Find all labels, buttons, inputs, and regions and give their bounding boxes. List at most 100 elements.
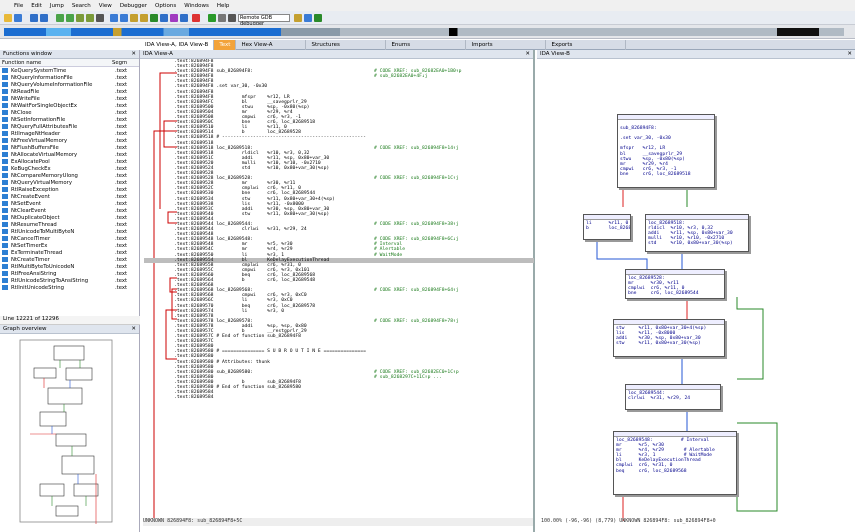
navigation-band[interactable] (0, 25, 855, 39)
asm-line[interactable]: .text:82689580 # Attributes: thunk (144, 360, 534, 365)
graph-node-4[interactable]: loc_82689528: mr %r30, %r11 cmplwi cr6, … (625, 269, 725, 299)
function-list-item[interactable]: KeBugCheckEx.text (0, 165, 139, 172)
asm-line[interactable]: .text:82689580 (144, 365, 534, 370)
asm-line[interactable]: .text:82689578 addi %sp, %sp, 0x80 (144, 324, 534, 329)
asm-line[interactable]: .text:8268954C mr %r4, %r29# Alertable (144, 247, 534, 252)
tab-exports[interactable]: Exports (546, 40, 627, 50)
asm-line[interactable]: .text:826894F8# sub_82682EA0+4F↓j (144, 74, 534, 79)
function-list-item[interactable]: NtQueryVolumeInformationFile.text (0, 81, 139, 88)
navigation-strip[interactable] (4, 28, 844, 36)
asm-line[interactable]: .text:8268950C bne cr6, loc_82689518 (144, 120, 534, 125)
asm-line[interactable]: .text:82689544 (144, 217, 534, 222)
asm-line[interactable]: .text:82689558 cmplwi cr6, %r31, 0 (144, 263, 534, 268)
menu-help[interactable]: Help (216, 2, 230, 9)
tab-enums[interactable]: Enums (386, 40, 467, 50)
debug-view-icon[interactable] (304, 13, 312, 22)
struct-icon[interactable] (170, 13, 178, 22)
search-icon[interactable] (56, 13, 64, 22)
asm-line[interactable]: .text:82689580 # =============== S U B R… (144, 349, 534, 354)
asm-line[interactable]: .text:82689548 (144, 232, 534, 237)
asm-line[interactable]: .text:82689550 li %r3, 1# WaitMode (144, 253, 534, 258)
string-icon[interactable] (130, 13, 138, 22)
tab-structures[interactable]: Structures (306, 40, 387, 50)
asm-line[interactable]: .text:82689540 stw %r11, 0x80+var_30(%sp… (144, 212, 534, 217)
asm-line[interactable]: .text:826894F8 (144, 90, 534, 95)
debug-step-icon[interactable] (314, 13, 322, 22)
menu-jump[interactable]: Jump (49, 2, 64, 9)
forward-icon[interactable] (40, 13, 48, 22)
function-list-item[interactable]: RtlUnicodeToMultiByteN.text (0, 228, 139, 235)
menu-edit[interactable]: Edit (31, 2, 42, 9)
function-list-item[interactable]: RtlMultiByteToUnicodeN.text (0, 263, 139, 270)
asm-line[interactable]: .text:82689580 # End of function sub_826… (144, 385, 534, 390)
menu-view[interactable]: View (98, 2, 112, 9)
asm-line[interactable]: .text:82689580 sub_82689580:# CODE XREF:… (144, 370, 534, 375)
function-list-item[interactable]: NtClose.text (0, 109, 139, 116)
function-list-item[interactable]: RtlRaiseException.text (0, 186, 139, 193)
delete-icon[interactable] (192, 13, 200, 22)
disassembly-listing[interactable]: .text:826894F8.text:826894F8.text:826894… (144, 59, 534, 525)
asm-line[interactable]: .text:82689528 loc_82689528:# CODE XREF:… (144, 176, 534, 181)
asm-line[interactable]: .text:82689504 mr %r29, %r4 (144, 110, 534, 115)
column-segment[interactable]: Segm (112, 59, 128, 66)
function-list-item[interactable]: NtAllocateVirtualMemory.text (0, 151, 139, 158)
function-list-item[interactable]: KeQuerySystemTime.text (0, 67, 139, 74)
asm-line[interactable]: .text:82689530 bne cr6, loc_82689544 (144, 191, 534, 196)
function-list-item[interactable]: NtSetInformationFile.text (0, 116, 139, 123)
function-list-item[interactable]: RtlImageNtHeader.text (0, 130, 139, 137)
debugger-select[interactable]: Remote GDB debugger (238, 13, 290, 27)
asm-line[interactable]: .text:82689570 beq cr6, loc_82689578 (144, 304, 534, 309)
function-list-item[interactable]: ExAllocatePool.text (0, 158, 139, 165)
asm-line[interactable]: .text:82689578 (144, 314, 534, 319)
function-list-item[interactable]: NtCreateTimer.text (0, 256, 139, 263)
open-icon[interactable] (4, 13, 12, 22)
asm-line[interactable]: .text:82689564 b cr6, loc_82689548 (144, 278, 534, 283)
graph-overview-canvas[interactable] (0, 334, 140, 529)
data-icon[interactable] (120, 13, 128, 22)
function-list-item[interactable]: NtClearEvent.text (0, 207, 139, 214)
asm-line[interactable]: .text:82689560 beq cr6, loc_82689568 (144, 273, 534, 278)
asm-line[interactable]: .text:82689514 b loc_82689528 (144, 130, 534, 135)
close-icon[interactable]: ✕ (131, 51, 136, 57)
function-list-item[interactable]: NtFlushBuffersFile.text (0, 144, 139, 151)
function-list-item[interactable]: NtQueryInformationFile.text (0, 74, 139, 81)
menu-search[interactable]: Search (71, 2, 91, 9)
function-list-item[interactable]: RtlFreeAnsiString.text (0, 270, 139, 277)
xref-icon[interactable] (160, 13, 168, 22)
function-list-item[interactable]: NtResumeThread.text (0, 221, 139, 228)
graph-node-6[interactable]: loc_82689544: clrlwi %r31, %r29, 24 (625, 384, 721, 410)
function-list-item[interactable]: RtlInitUnicodeString.text (0, 284, 139, 291)
run-icon[interactable] (208, 13, 216, 22)
search-binary-icon[interactable] (86, 13, 94, 22)
asm-line-selected[interactable]: .text:82689554 bl KeDelayExecutionThread (144, 257, 534, 263)
code-icon[interactable] (110, 13, 118, 22)
graph-node-2[interactable]: li %r11, 0 b loc_82689528 (583, 214, 631, 240)
function-list-item[interactable]: NtCompareMemoryUlong.text (0, 172, 139, 179)
menu-options[interactable]: Options (155, 2, 177, 9)
graph-node-entry[interactable]: sub_826894F8: .set var_30, -0x30 mfspr %… (617, 114, 715, 188)
asm-line[interactable]: .text:8268957C (144, 339, 534, 344)
search-next-icon[interactable] (66, 13, 74, 22)
asm-line[interactable]: .text:82689510 li %r11, 0 (144, 125, 534, 130)
close-icon[interactable]: ✕ (847, 51, 852, 57)
asm-line[interactable]: .text:82689584 (144, 395, 534, 400)
asm-line[interactable]: .text:826894F8 sub_826894F8:# CODE XREF:… (144, 69, 534, 74)
graph-icon[interactable] (150, 13, 158, 22)
menu-debugger[interactable]: Debugger (119, 2, 148, 9)
asm-line[interactable]: .text:8268956C li %r3, 0xC0 (144, 298, 534, 303)
graph-node-5[interactable]: stw %r11, 0x80+var_30+4(%sp) lis %r11, -… (613, 319, 725, 357)
asm-line[interactable]: .text:826894F8 (144, 59, 534, 64)
asm-line[interactable]: .text:826894F8 mfspr %r12, LR (144, 95, 534, 100)
back-icon[interactable] (30, 13, 38, 22)
debug-option-icon[interactable] (294, 13, 302, 22)
asm-line[interactable]: .text:82689584 (144, 390, 534, 395)
asm-line[interactable]: .text:82689544 loc_82689544:# CODE XREF:… (144, 222, 534, 227)
asm-line[interactable]: .text:82689580 (144, 344, 534, 349)
asm-line[interactable]: .text:82689580# sub_8268297C+11C↑p ... (144, 375, 534, 380)
function-list-item[interactable]: NtCreateEvent.text (0, 193, 139, 200)
asm-line[interactable]: .text:82689520 mulli %r10, %r10, -0x2710 (144, 161, 534, 166)
asm-line[interactable]: .text:8268957C # End of function sub_826… (144, 334, 534, 339)
asm-line[interactable]: .text:82689508 cmpwi cr6, %r3, -1 (144, 115, 534, 120)
function-list-item[interactable]: NtWaitForSingleObjectEx.text (0, 102, 139, 109)
close-icon[interactable]: ✕ (131, 326, 136, 332)
